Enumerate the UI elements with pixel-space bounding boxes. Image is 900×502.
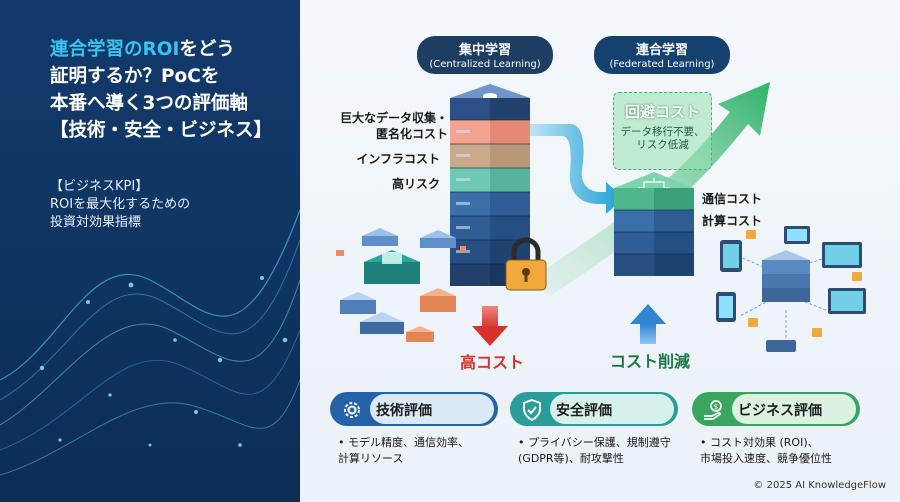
lock-icon [505, 237, 547, 291]
federated-subtitle: (Federated Learning) [609, 59, 715, 70]
transition-arrow [530, 124, 624, 214]
local-devices-cluster [336, 228, 466, 342]
edge-devices-network [716, 226, 866, 352]
decorative-waves [0, 209, 300, 476]
security-eval-header: 安全評価 [510, 392, 678, 426]
tech-eval-desc: • モデル精度、通信効率、 計算リソース [338, 436, 469, 465]
down-arrow-icon [472, 306, 508, 346]
cost-label-high-risk: 高リスク [391, 177, 440, 191]
federated-server-stack [614, 172, 694, 276]
shield-check-icon [523, 398, 541, 422]
centralized-learning-label: 集中学習 (Centralized Learning) [417, 36, 553, 74]
security-eval-desc: • プライバシー保護、規制遵守 (GDPR等)、耐攻撃性 [518, 436, 671, 465]
left-panel: 連合学習のROIをどう証明するか？PoCを本番へ導く3つの評価軸【技術・安全・ビ… [0, 0, 300, 502]
cost-label-communication: 通信コスト [702, 192, 763, 206]
business-eval-title: ビジネス評価 [738, 403, 822, 419]
title-line-2: 証明するか？PoCを [50, 66, 220, 87]
gear-icon [344, 402, 360, 418]
title-line-3: 本番へ導く3つの評価軸 [50, 93, 248, 114]
centralized-server-stack [450, 84, 530, 286]
cost-label-data-collection: 巨大なデータ収集・ 匿名化コスト [339, 111, 448, 141]
avoided-cost-box: 回避コスト データ移行不要、 リスク低減 [613, 92, 712, 170]
business-eval-desc: • コスト対効果 (ROI)、 市場投入速度、競争優位性 [700, 436, 832, 465]
business-eval-header: $ ビジネス評価 [692, 392, 860, 426]
cost-reduction-label: コスト削減 [610, 352, 691, 371]
centralized-subtitle: (Centralized Learning) [429, 59, 541, 70]
up-arrow-icon [630, 304, 666, 344]
avoided-cost-desc: データ移行不要、 リスク低減 [620, 126, 705, 151]
tech-eval-title: 技術評価 [376, 403, 432, 419]
money-hand-icon: $ [704, 400, 722, 420]
svg-text:$: $ [714, 403, 718, 411]
subtitle: 【ビジネスKPI】 ROIを最大化するための 投資対効果指標 [50, 179, 191, 230]
title-line-1-rest: をどう [179, 39, 235, 60]
page-title: 連合学習のROIをどう証明するか？PoCを本番へ導く3つの評価軸【技術・安全・ビ… [50, 36, 290, 144]
avoided-cost-title: 回避コスト [624, 103, 700, 121]
title-highlight: 連合学習のROI [50, 39, 180, 60]
growth-arrow [530, 82, 770, 296]
cost-label-infrastructure: インフラコスト [356, 152, 440, 166]
copyright: © 2025 AI KnowledgeFlow [753, 480, 886, 491]
cost-label-computation: 計算コスト [702, 214, 763, 228]
high-cost-label: 高コスト [460, 353, 525, 372]
tech-eval-header: 技術評価 [330, 392, 498, 426]
title-line-4: 【技術・安全・ビジネス】 [50, 120, 273, 141]
diagram-art [336, 82, 866, 352]
security-eval-title: 安全評価 [556, 403, 612, 419]
centralized-title: 集中学習 [458, 43, 511, 58]
federated-learning-label: 連合学習 (Federated Learning) [594, 36, 730, 74]
federated-title: 連合学習 [635, 43, 688, 58]
